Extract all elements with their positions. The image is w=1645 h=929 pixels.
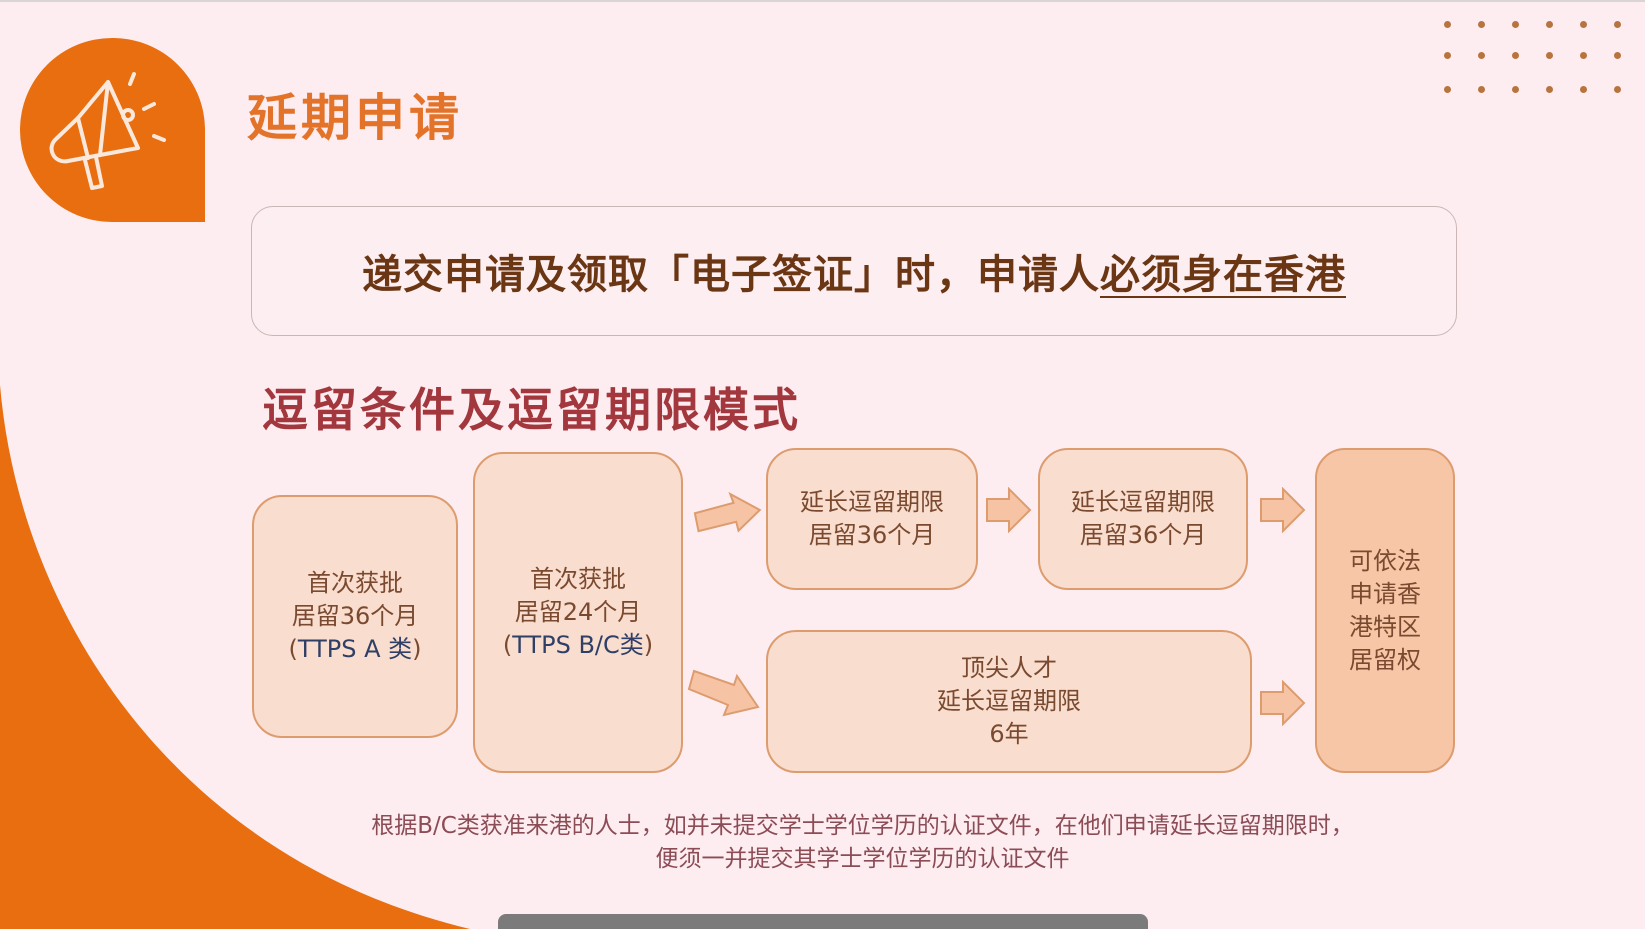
box-f-line4: 居留权 xyxy=(1349,645,1421,674)
flow-box-extension-1: 延长逗留期限 居留36个月 xyxy=(766,448,978,590)
box-e-line1: 顶尖人才 xyxy=(961,654,1057,682)
arrow-right-icon xyxy=(986,487,1032,533)
box-f-line1: 可依法 xyxy=(1349,546,1421,575)
section-title: 逗留条件及逗留期限模式 xyxy=(262,383,801,437)
box-e-line2: 延长逗留期限 xyxy=(937,687,1081,715)
arrow-right-icon xyxy=(1260,680,1306,726)
flow-box-top-talent: 顶尖人才 延长逗留期限 6年 xyxy=(766,630,1252,773)
flow-box-ttps-bc: 首次获批 居留24个月 (TTPS B/C类) xyxy=(473,452,683,773)
notice-text-plain: 递交申请及领取「电子签证」时，申请人 xyxy=(362,252,1100,298)
notice-box: 递交申请及领取「电子签证」时，申请人必须身在香港 xyxy=(251,206,1457,336)
footnote-line2: 便须一并提交其学士学位学历的认证文件 xyxy=(655,846,1070,872)
box-b-line1: 首次获批 xyxy=(529,565,626,593)
horizontal-scrollbar-thumb[interactable] xyxy=(498,914,1148,929)
box-a-open-paren: ( xyxy=(288,635,298,663)
box-b-line2: 居留24个月 xyxy=(514,598,642,626)
box-b-open-paren: ( xyxy=(502,631,513,659)
megaphone-icon xyxy=(20,38,205,222)
flow-box-right-of-abode: 可依法 申请香 港特区 居留权 xyxy=(1315,448,1455,773)
flow-box-extension-2: 延长逗留期限 居留36个月 xyxy=(1038,448,1248,590)
box-a-category: TTPS A 类 xyxy=(297,635,413,663)
footnote: 根据B/C类获准来港的人士，如并未提交学士学位学历的认证文件，在他们申请延长逗留… xyxy=(250,810,1475,876)
arrow-right-icon xyxy=(1260,487,1306,533)
box-d-line2: 居留36个月 xyxy=(1079,521,1207,549)
box-e-line3: 6年 xyxy=(989,720,1029,748)
box-c-line1: 延长逗留期限 xyxy=(800,488,944,516)
flow-box-ttps-a: 首次获批 居留36个月 (TTPS A 类) xyxy=(252,495,458,738)
box-b-close-paren: ) xyxy=(643,631,654,659)
notice-text-emphasis: 必须身在香港 xyxy=(1100,252,1346,298)
box-f-line3: 港特区 xyxy=(1349,612,1421,641)
arrow-up-right-icon xyxy=(693,491,762,533)
page-title: 延期申请 xyxy=(247,89,463,147)
box-b-category: TTPS B/C类 xyxy=(512,631,644,659)
top-edge-line xyxy=(0,0,1645,2)
box-a-line1: 首次获批 xyxy=(307,569,403,597)
box-f-line2: 申请香 xyxy=(1349,579,1421,608)
box-a-line2: 居留36个月 xyxy=(291,602,419,630)
dot-grid-decoration xyxy=(1440,17,1630,97)
notice-text: 递交申请及领取「电子签证」时，申请人必须身在香港 xyxy=(362,242,1346,300)
box-d-line1: 延长逗留期限 xyxy=(1071,488,1215,516)
box-c-line2: 居留36个月 xyxy=(808,521,936,549)
box-a-close-paren: ) xyxy=(412,635,422,663)
footnote-line1: 根据B/C类获准来港的人士，如并未提交学士学位学历的认证文件，在他们申请延长逗留… xyxy=(371,813,1354,839)
arrow-down-right-icon xyxy=(687,669,760,717)
